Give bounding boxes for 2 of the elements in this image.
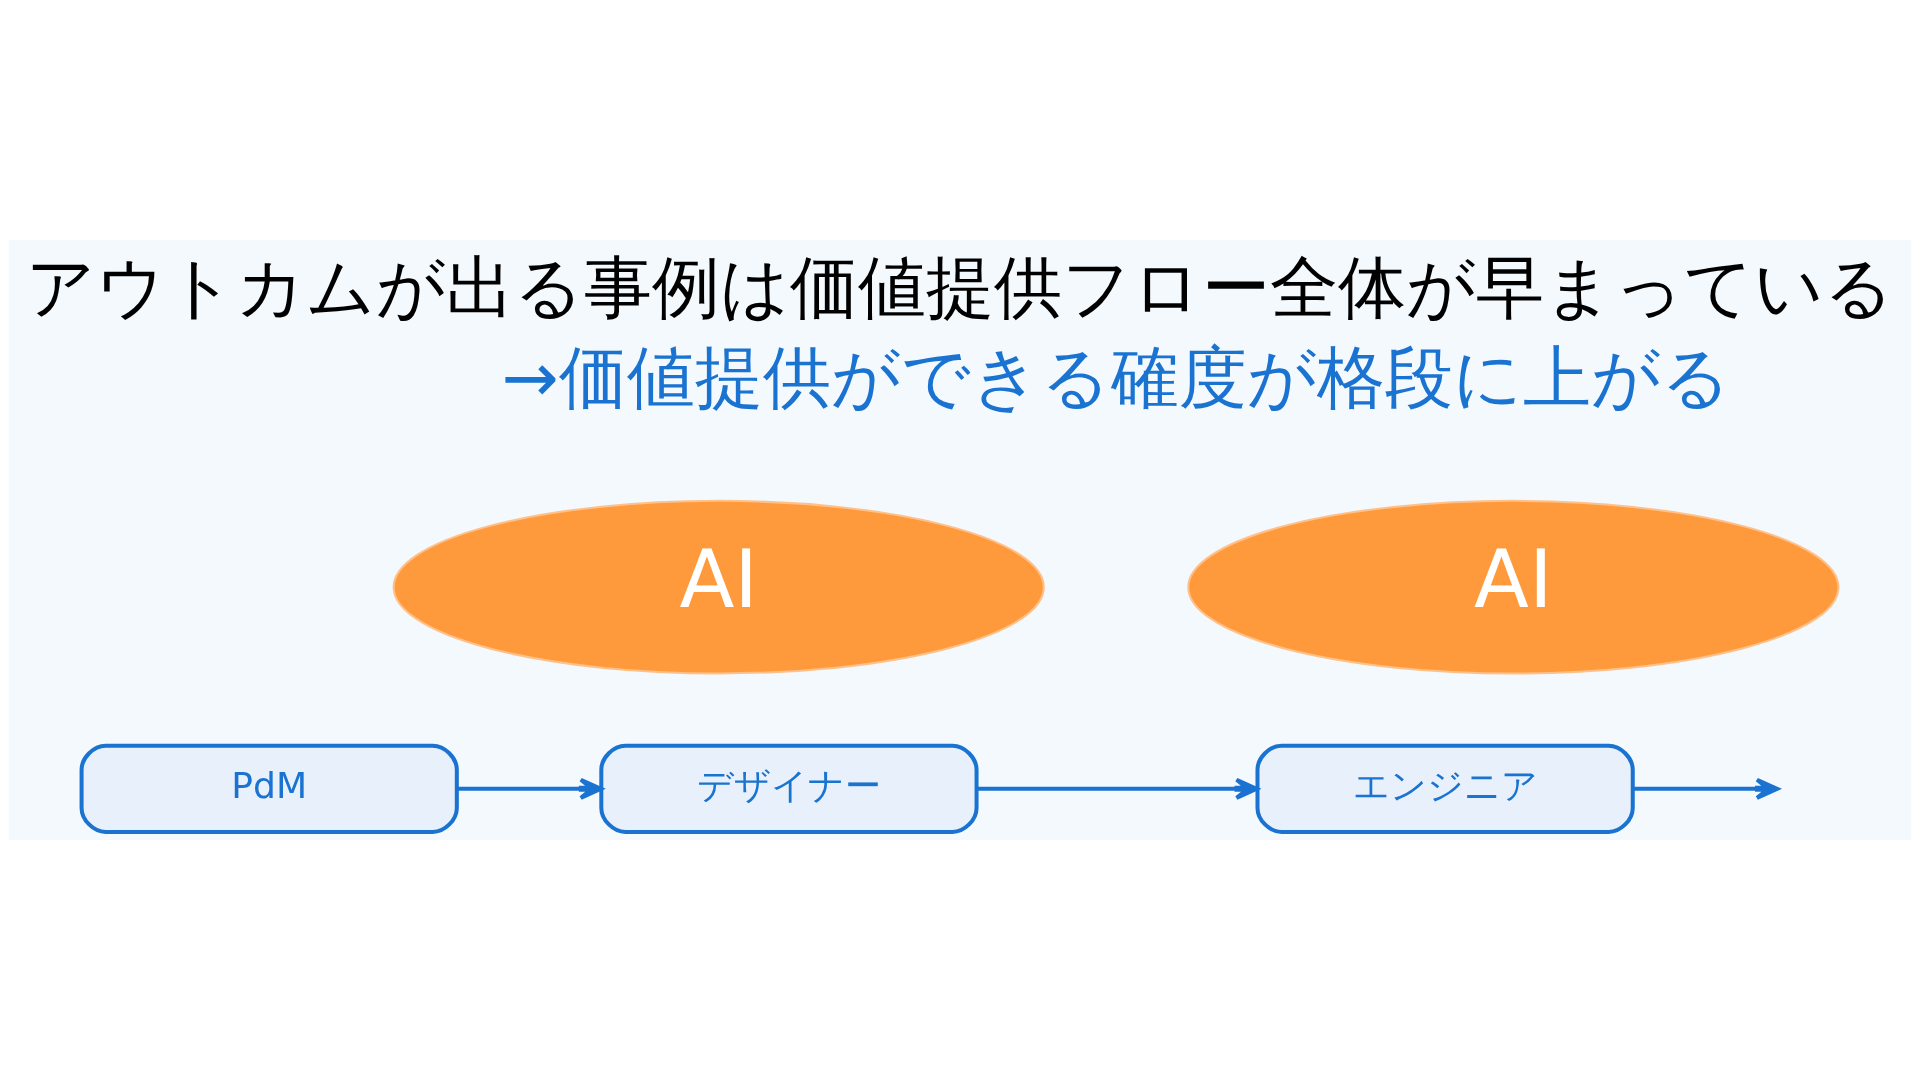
diagram-title: アウトカムが出る事例は価値提供フロー全体が早まっている [26,247,1894,327]
label: →価値提供ができる確度が格段に上がる [501,337,1731,417]
